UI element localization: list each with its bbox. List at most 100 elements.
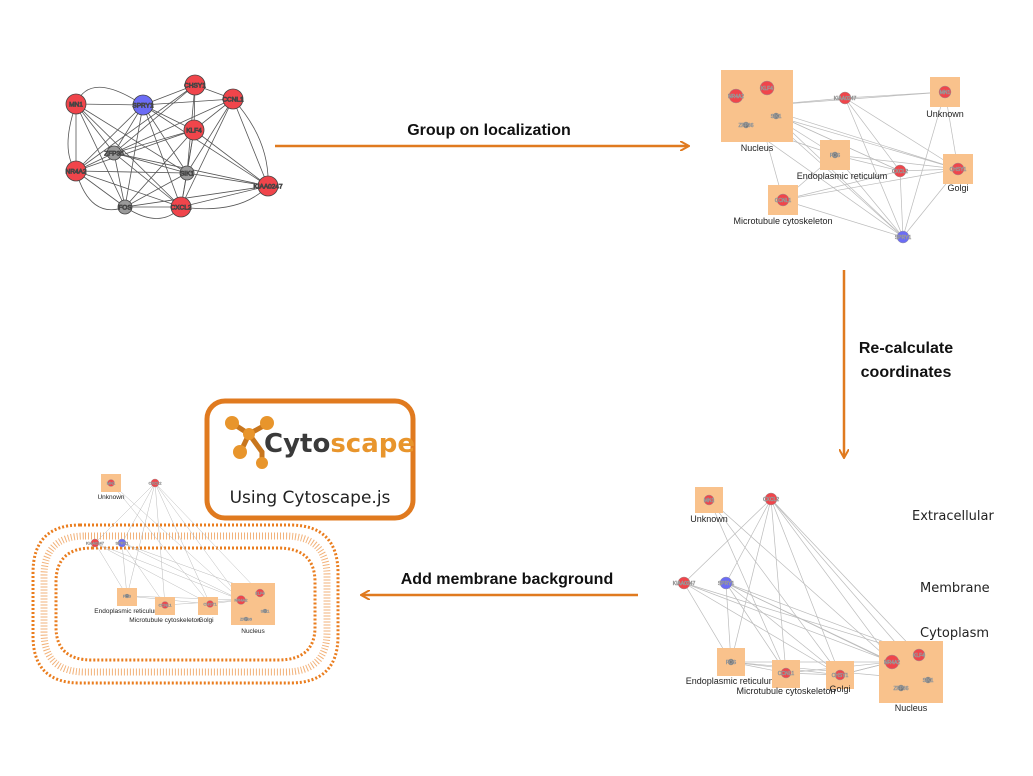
node-zfp36: ZFP36 xyxy=(240,616,253,622)
svg-text:Microtubule cytoskeleton: Microtubule cytoskeleton xyxy=(733,216,832,226)
node-spry1: SPRY1 xyxy=(718,576,735,590)
svg-text:KLF4: KLF4 xyxy=(761,86,773,92)
svg-text:SIK1: SIK1 xyxy=(771,114,782,120)
svg-text:FOS: FOS xyxy=(118,205,132,212)
node-sik1: SIK1 xyxy=(770,112,782,120)
svg-text:MN1: MN1 xyxy=(69,102,83,109)
step-recalc-label-line2: coordinates xyxy=(861,364,952,381)
node-ccnl1: CCNL1 xyxy=(778,667,795,679)
membrane-background xyxy=(31,523,340,685)
step-recalc-label-line1: Re-calculate xyxy=(859,340,953,357)
membrane-network: Unknown Endoplasmic reticulum Microtubul… xyxy=(31,474,340,685)
grouped-network-nodes: KLF4 NR4A2 SIK1 ZFP36 KIAA0247 MN1 FOS C… xyxy=(728,80,967,244)
svg-text:ZFP36: ZFP36 xyxy=(104,151,124,158)
svg-text:NR4A2: NR4A2 xyxy=(884,660,900,666)
step-group-arrow: Group on localization xyxy=(275,122,688,146)
svg-text:KLF4: KLF4 xyxy=(913,653,925,659)
r-group-unknown: Unknown xyxy=(690,487,728,524)
node-fos: FOS xyxy=(123,593,132,599)
svg-text:CXCL2: CXCL2 xyxy=(149,481,163,486)
node-zfp36: ZFP36 xyxy=(893,684,909,692)
svg-text:CCNL1: CCNL1 xyxy=(775,198,792,204)
node-sik1: SIK1 xyxy=(260,608,270,614)
node-cxcl2: CXCL2 xyxy=(892,164,909,178)
svg-text:NR4A2: NR4A2 xyxy=(235,598,249,603)
svg-text:SPRY1: SPRY1 xyxy=(895,235,912,241)
node-kiaa0247: KIAA0247 xyxy=(86,538,105,548)
svg-text:Golgi: Golgi xyxy=(198,617,213,624)
node-ccnl1: CCNL1 xyxy=(222,88,244,110)
step-recalc-arrow: Re-calculate coordinates xyxy=(844,270,953,457)
svg-text:CHSY1: CHSY1 xyxy=(203,602,217,607)
step-membrane-label: Add membrane background xyxy=(401,571,613,588)
svg-text:MN1: MN1 xyxy=(704,498,715,504)
svg-text:Golgi: Golgi xyxy=(947,183,968,193)
svg-text:ZFP36: ZFP36 xyxy=(738,123,753,129)
node-spry1: SPRY1 xyxy=(895,230,912,244)
node-zfp36: ZFP36 xyxy=(104,145,125,161)
svg-text:Endoplasmic reticulum: Endoplasmic reticulum xyxy=(686,676,777,686)
node-nr4a2: NR4A2 xyxy=(65,160,87,182)
node-kiaa0247: KIAA0247 xyxy=(833,91,857,105)
recalculated-network-nodes: MN1 CXCL2 KIAA0247 SPRY1 FOS CCNL1 CHSY1… xyxy=(672,492,934,692)
r-group-er: Endoplasmic reticulum xyxy=(686,648,777,686)
svg-text:CCNL1: CCNL1 xyxy=(158,603,172,608)
svg-text:ZFP36: ZFP36 xyxy=(240,617,253,622)
node-chsy1: CHSY1 xyxy=(184,74,207,96)
m-group-nucleus: Nucleus xyxy=(231,583,275,635)
svg-text:SPRY1: SPRY1 xyxy=(132,103,154,110)
node-chsy1: CHSY1 xyxy=(949,162,967,176)
svg-text:CXCL2: CXCL2 xyxy=(763,497,779,503)
node-kiaa0247: KIAA0247 xyxy=(672,576,696,590)
grouped-network: Nucleus Unknown Endoplasmic reticulum Go… xyxy=(721,70,973,244)
svg-text:Unknown: Unknown xyxy=(97,494,124,501)
svg-text:Unknown: Unknown xyxy=(926,109,964,119)
svg-text:CXCL2: CXCL2 xyxy=(892,169,908,175)
region-extracellular: Extracellular xyxy=(912,509,995,524)
node-cxcl2: CXCL2 xyxy=(148,478,163,488)
cytoscape-logo-box: Cytoscape Using Cytoscape.js xyxy=(204,398,416,521)
node-chsy1: CHSY1 xyxy=(203,600,218,608)
node-ccnl1: CCNL1 xyxy=(775,193,792,207)
svg-text:Microtubule cytoskeleton: Microtubule cytoskeleton xyxy=(736,686,835,696)
svg-text:CHSY1: CHSY1 xyxy=(184,83,206,90)
svg-text:Unknown: Unknown xyxy=(690,514,728,524)
node-klf4: KLF4 xyxy=(912,648,925,662)
svg-text:ZFP36: ZFP36 xyxy=(893,686,908,692)
svg-text:Endoplasmic reticulum: Endoplasmic reticulum xyxy=(94,608,159,615)
node-klf4: KLF4 xyxy=(183,119,205,141)
logo-caption: Using Cytoscape.js xyxy=(230,488,391,508)
svg-text:MN1: MN1 xyxy=(107,481,116,486)
svg-text:Nucleus: Nucleus xyxy=(741,143,774,153)
original-network-nodes: MN1 SPRY1 CHSY1 CCNL1 KLF4 ZFP36 SIK1 NR… xyxy=(65,74,283,218)
region-cytoplasm: Cytoplasm xyxy=(920,626,989,641)
svg-text:NR4A2: NR4A2 xyxy=(66,169,87,176)
node-mn1: MN1 xyxy=(65,93,87,115)
svg-text:Endoplasmic reticulum: Endoplasmic reticulum xyxy=(797,171,888,181)
svg-text:SIK1: SIK1 xyxy=(923,678,934,684)
node-mn1: MN1 xyxy=(107,479,116,487)
svg-text:KIAA0247: KIAA0247 xyxy=(86,541,105,546)
svg-text:SIK1: SIK1 xyxy=(180,171,194,178)
node-chsy1: CHSY1 xyxy=(831,669,849,681)
cytoscape-logo-icon xyxy=(225,416,274,469)
recalculated-network: Extracellular Membrane Cytoplasm Unknown xyxy=(672,487,995,713)
svg-text:FOS: FOS xyxy=(123,594,132,599)
node-zfp36: ZFP36 xyxy=(738,121,754,129)
node-klf4: KLF4 xyxy=(759,80,775,96)
svg-text:Nucleus: Nucleus xyxy=(241,628,265,635)
svg-text:CHSY1: CHSY1 xyxy=(832,673,849,679)
node-kiaa0247: KIAA0247 xyxy=(253,175,283,197)
step-group-label: Group on localization xyxy=(407,122,571,139)
svg-text:CCNL1: CCNL1 xyxy=(222,97,244,104)
svg-text:CXCL2: CXCL2 xyxy=(171,205,192,212)
m-group-unknown: Unknown xyxy=(97,474,125,501)
svg-text:SIK1: SIK1 xyxy=(261,609,270,614)
svg-text:SPRY1: SPRY1 xyxy=(115,541,129,546)
node-nr4a2: NR4A2 xyxy=(728,88,745,104)
node-fos: FOS xyxy=(830,151,841,159)
node-spry1: SPRY1 xyxy=(132,94,154,116)
membrane-network-nodes: MN1 CXCL2 KIAA0247 SPRY1 FOS CCNL1 CHSY1… xyxy=(86,478,270,622)
region-membrane: Membrane xyxy=(920,581,990,596)
